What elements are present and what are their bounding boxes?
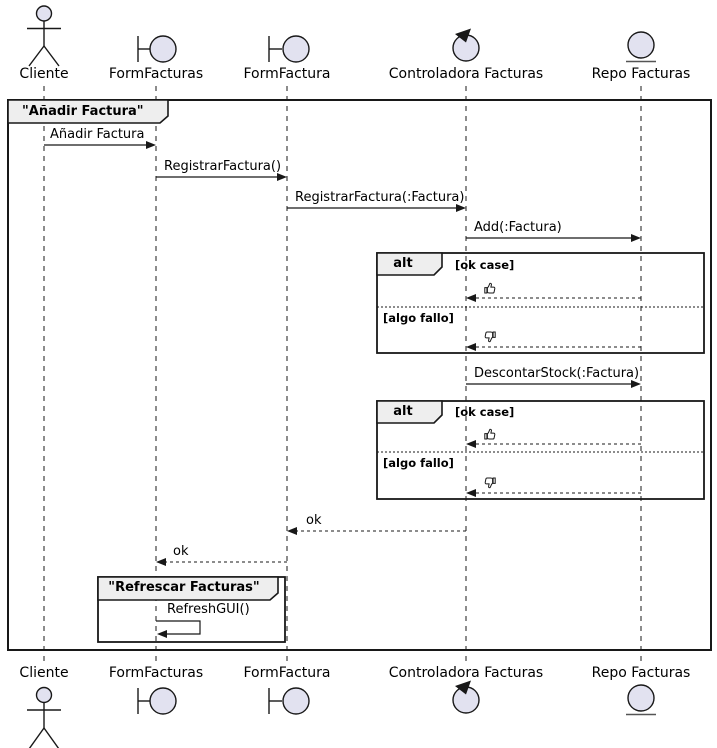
message-label: ok — [173, 544, 189, 559]
participant-label-form-facturas-top: FormFacturas — [108, 66, 204, 82]
main-frame-title: "Añadir Factura" — [22, 104, 144, 119]
alt-operator: alt — [393, 404, 413, 419]
alt-guard-ok: [ok case] — [455, 258, 515, 272]
control-icon — [452, 680, 480, 714]
thumbs-up-icon — [484, 428, 496, 440]
message-label: RefreshGUI() — [167, 602, 250, 617]
alt-guard-fail: [algo fallo] — [383, 311, 454, 325]
alt-frame-1 — [376, 252, 705, 354]
group-frame — [97, 576, 286, 643]
actor-icon — [27, 686, 61, 748]
participant-label-controladora-top: Controladora Facturas — [388, 66, 544, 82]
boundary-icon — [137, 35, 177, 63]
message-label: ok — [306, 513, 322, 528]
participant-label-controladora-bottom: Controladora Facturas — [388, 665, 544, 681]
message-label: Add(:Factura) — [474, 220, 562, 235]
entity-icon — [626, 31, 656, 63]
alt-operator: alt — [393, 256, 413, 271]
group-frame-title: "Refrescar Facturas" — [108, 580, 260, 595]
message-label: RegistrarFactura(:Factura) — [295, 190, 465, 205]
message-label: RegistrarFactura() — [164, 159, 282, 174]
message-label: DescontarStock(:Factura) — [474, 366, 640, 381]
control-icon — [452, 28, 480, 62]
alt-frame-1-tab — [376, 252, 443, 276]
thumbs-down-icon — [484, 477, 496, 489]
main-frame-tab — [7, 99, 169, 124]
group-frame-tab — [97, 576, 279, 601]
return-arrows — [156, 527, 466, 566]
boundary-icon — [268, 35, 310, 63]
participant-label-repo-bottom: Repo Facturas — [591, 665, 691, 681]
alt-frame-2-tab — [376, 400, 443, 424]
alt-frame-2 — [376, 400, 705, 500]
thumbs-up-icon — [484, 282, 496, 294]
boundary-icon — [137, 687, 177, 715]
entity-icon — [626, 684, 656, 716]
message-label: Añadir Factura — [50, 127, 145, 142]
participant-label-cliente-bottom: Cliente — [19, 665, 69, 681]
message-arrowheads — [146, 141, 641, 388]
participant-label-cliente-top: Cliente — [19, 66, 69, 82]
participant-label-form-facturas-bottom: FormFacturas — [108, 665, 204, 681]
participant-label-repo-top: Repo Facturas — [591, 66, 691, 82]
boundary-icon — [268, 687, 310, 715]
message-arrows — [44, 144, 635, 385]
alt-guard-fail: [algo fallo] — [383, 456, 454, 470]
participant-label-form-factura-bottom: FormFactura — [243, 665, 331, 681]
lifelines — [43, 86, 642, 664]
actor-icon — [27, 5, 61, 67]
alt-guard-ok: [ok case] — [455, 405, 515, 419]
main-frame — [7, 99, 712, 651]
participant-label-form-factura-top: FormFactura — [243, 66, 331, 82]
thumbs-down-icon — [484, 331, 496, 343]
self-message-arrow — [156, 620, 201, 638]
